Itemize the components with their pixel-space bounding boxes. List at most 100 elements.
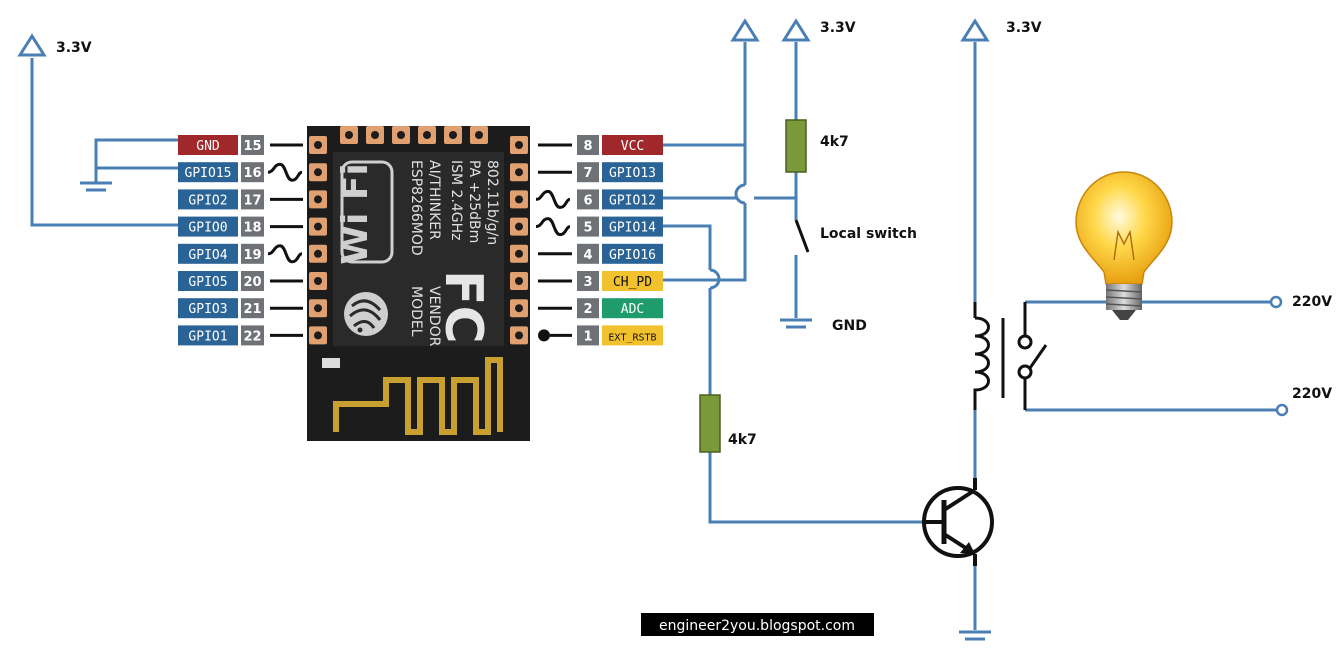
ground-symbols [80, 181, 991, 641]
supply-arrow-icon [730, 18, 760, 42]
relay [973, 302, 1048, 410]
pin-label-box [178, 162, 238, 183]
pin-label: ADC [621, 302, 644, 317]
module-led [322, 358, 340, 368]
side-pad [309, 272, 327, 290]
pin-label-box [602, 162, 663, 183]
chip-text-line: PA +25dBm [466, 160, 482, 243]
pin-label-box [602, 271, 663, 291]
chip-text-line: AI/THINKER [426, 160, 442, 240]
side-pad [309, 136, 327, 154]
footer-box [641, 613, 874, 636]
pin-label: GPIO0 [188, 221, 227, 236]
pin-label: GPIO12 [609, 193, 656, 208]
antenna-trace [333, 357, 503, 435]
pin-row-right: 4 GPIO16 [538, 243, 663, 264]
pin-label-box [178, 135, 238, 155]
switch-label: Local switch [820, 226, 917, 242]
side-pad [510, 272, 528, 290]
pin-label: GND [196, 139, 220, 154]
pin-number: 4 [583, 248, 592, 263]
pin-number: 15 [243, 139, 261, 154]
pwm-wave-icon [267, 244, 303, 264]
pin-number-box [241, 135, 264, 155]
light-bulb-icon [1075, 171, 1173, 320]
supply-label: 3.3V [1006, 20, 1042, 36]
chip-text-line: ISM 2.4GHz [448, 160, 464, 241]
pin-label-box [178, 298, 238, 319]
pwm-wave-icon [535, 189, 571, 209]
ground-icon [80, 181, 112, 192]
chip-text-line: 802.11b/g/n [484, 160, 500, 245]
espressif-logo-icon [344, 292, 388, 336]
side-pad [309, 163, 327, 182]
pin-number-box [577, 325, 599, 346]
pin-number: 17 [243, 193, 261, 208]
pin-number-box [577, 243, 599, 264]
wifi-logo-icon: Wi Fi [335, 160, 394, 265]
supply-label: 3.3V [56, 40, 92, 56]
relay-contact-icon [1017, 364, 1033, 380]
supply-symbols [17, 18, 990, 57]
pin-number: 20 [243, 275, 261, 290]
side-pads [309, 136, 528, 345]
pin-number: 1 [583, 329, 592, 344]
side-pad [510, 163, 528, 182]
pin-label: GPIO14 [609, 221, 656, 236]
pin-number: 18 [243, 221, 261, 236]
pwm-wave-icon [535, 217, 571, 237]
fc-logo-icon: FC [433, 270, 493, 344]
model-label: MODEL [408, 286, 424, 337]
pin-label-box [602, 243, 663, 264]
pwm-wave-icon [267, 162, 303, 182]
supply-arrow-icon [781, 18, 811, 42]
pin-label-box [602, 216, 663, 237]
supply-label: 3.3V [820, 20, 856, 36]
pin-number: 6 [583, 193, 592, 208]
pin-label: GPIO16 [609, 248, 656, 263]
pin-number: 19 [243, 248, 261, 263]
footer-text[interactable]: engineer2you.blogspot.com [659, 618, 855, 634]
resistor-label: 4k7 [820, 134, 849, 150]
pin-label: GPIO2 [188, 193, 227, 208]
chip-text-line: ESP8266MOD [408, 160, 424, 256]
pin-number-box [241, 162, 264, 183]
pin-row-left: GPIO0 18 [178, 216, 303, 237]
pin-number-box [241, 189, 264, 210]
pin-label: VCC [621, 139, 644, 154]
relay-contact-icon [1017, 334, 1033, 350]
mains-terminal-icon [1269, 295, 1283, 309]
pin-label-box [178, 271, 238, 291]
pin-label: GPIO15 [185, 166, 232, 181]
esp8266-module: Wi Fi ESP8266MOD AI/THINKER ISM 2.4GHz P… [307, 126, 530, 441]
side-pad [510, 326, 528, 345]
pin-number-box [577, 216, 599, 237]
pin-label: CH_PD [613, 275, 652, 290]
side-pad [510, 136, 528, 154]
pin-number-box [577, 189, 599, 210]
relay-switch-arm [1028, 344, 1048, 369]
pin-number: 2 [583, 302, 592, 317]
pin-label-box [602, 298, 663, 319]
npn-transistor [922, 478, 994, 566]
side-pad [510, 299, 528, 318]
side-pad [510, 244, 528, 263]
wifi-logo-text: Wi Fi [335, 163, 376, 265]
pin-number: 22 [243, 329, 261, 344]
pin-label-box [178, 325, 238, 346]
pin-label-box [602, 325, 663, 346]
pin-number-box [241, 216, 264, 237]
pin-label: EXT_RSTB [608, 332, 656, 343]
side-pad [309, 299, 327, 318]
pin-number: 8 [583, 139, 592, 154]
pin-label-box [178, 243, 238, 264]
pin-label: GPIO13 [609, 166, 656, 181]
pullup-resistor [785, 119, 807, 173]
